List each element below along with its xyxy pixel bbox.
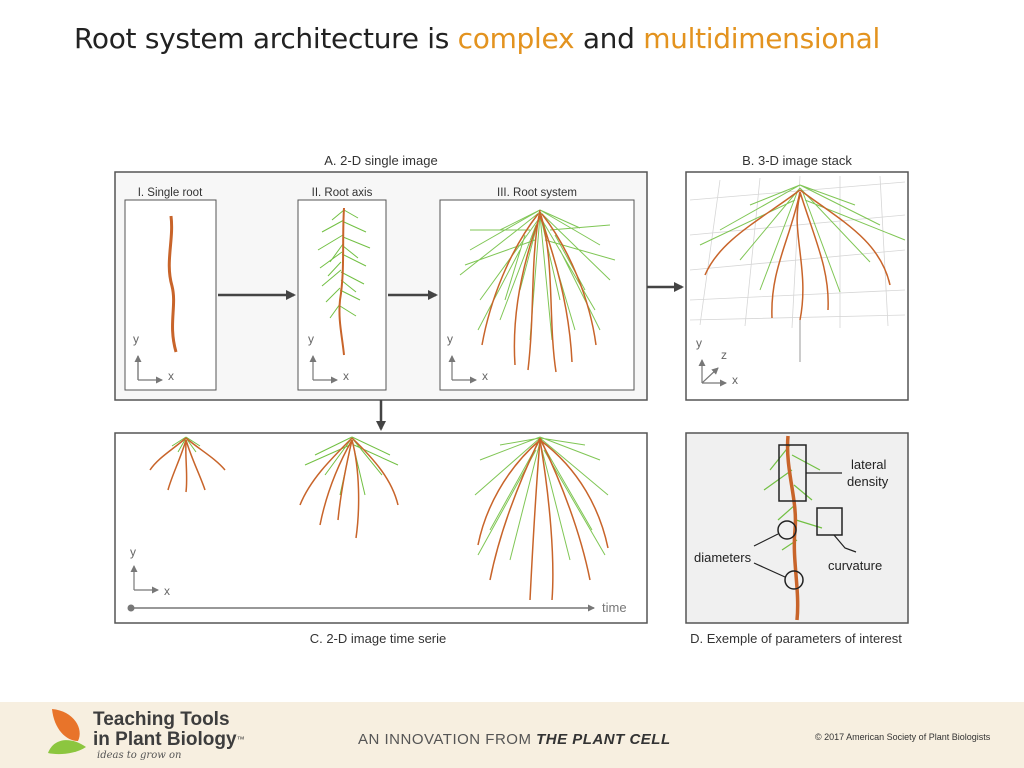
- curvature-pointer: [833, 534, 857, 553]
- single-root-path: [167, 215, 178, 353]
- axis-a3-y-label: y: [447, 332, 453, 346]
- root-axis-box: [297, 199, 387, 391]
- curvature-box: [816, 507, 843, 536]
- axes-c: y x: [130, 545, 170, 598]
- brand-line-2: in Plant Biology: [93, 729, 237, 750]
- diameters-label: diameters: [694, 550, 752, 565]
- 3d-root-drawing: [699, 184, 906, 362]
- trademark-symbol: ™: [236, 735, 245, 744]
- time-stage-3-drawing: [474, 436, 609, 601]
- axis-c-x-label: x: [164, 584, 170, 598]
- time-stage-2-drawing: [299, 436, 399, 539]
- brand-line-1: Teaching Tools: [93, 709, 230, 730]
- timeline-label: time: [602, 600, 627, 615]
- panel-d-caption: D. Exemple of parameters of interest: [690, 631, 902, 646]
- curvature-label: curvature: [828, 558, 882, 573]
- axis-a1-y-label: y: [133, 332, 139, 346]
- innovation-prefix: AN INNOVATION FROM: [358, 731, 537, 748]
- panel-c-frame: [114, 432, 648, 624]
- root-axis-label: II. Root axis: [312, 187, 373, 199]
- single-root-label: I. Single root: [138, 187, 203, 199]
- panel-a-title: A. 2-D single image: [324, 153, 437, 168]
- panel-b-title: B. 3-D image stack: [742, 153, 852, 168]
- title-text-2: and: [574, 22, 644, 55]
- axes-a1: y x: [133, 332, 174, 383]
- diameter-circle-1: [777, 520, 797, 540]
- axis-b-z-label: z: [721, 348, 727, 362]
- axes-a2: y x: [308, 332, 349, 384]
- panel-c-caption: C. 2-D image time serie: [310, 631, 447, 646]
- innovation-note: AN INNOVATION FROM THE PLANT CELL: [358, 731, 671, 748]
- copyright-notice: © 2017 American Society of Plant Biologi…: [815, 732, 991, 742]
- axis-c-y-label: y: [130, 545, 136, 559]
- diameter-circle-2: [784, 570, 804, 590]
- lateral-label-line2: density: [847, 474, 889, 489]
- root-axis-drawing: [317, 207, 371, 356]
- root-system-label: III. Root system: [497, 187, 577, 199]
- lateral-label-line1: lateral: [851, 457, 887, 472]
- brand-tagline: ideas to grow on: [97, 750, 182, 761]
- title-text-1: Root system architecture is: [74, 22, 458, 55]
- footer-bar: [0, 702, 1024, 768]
- axis-b-x-label: x: [732, 373, 738, 387]
- root-system-drawing: [459, 209, 616, 373]
- diameter-pointer-1: [753, 533, 779, 547]
- innovation-source: THE PLANT CELL: [536, 731, 671, 748]
- axis-a2-y-label: y: [308, 332, 314, 346]
- axis-a2-x-label: x: [343, 369, 349, 383]
- axes-b: y z x: [696, 336, 738, 387]
- title-highlight-multidimensional: multidimensional: [643, 22, 880, 55]
- slide-title: Root system architecture is complex and …: [74, 22, 880, 55]
- title-highlight-complex: complex: [457, 22, 575, 55]
- teaching-tools-logo-icon: [48, 709, 86, 755]
- axes-a3: y x: [447, 332, 488, 384]
- axis-a3-x-label: x: [482, 369, 488, 383]
- time-stage-1-drawing: [149, 436, 226, 493]
- axis-a1-x-label: x: [168, 369, 174, 383]
- axis-b-y-label: y: [696, 336, 702, 350]
- diameter-pointer-2: [753, 562, 786, 578]
